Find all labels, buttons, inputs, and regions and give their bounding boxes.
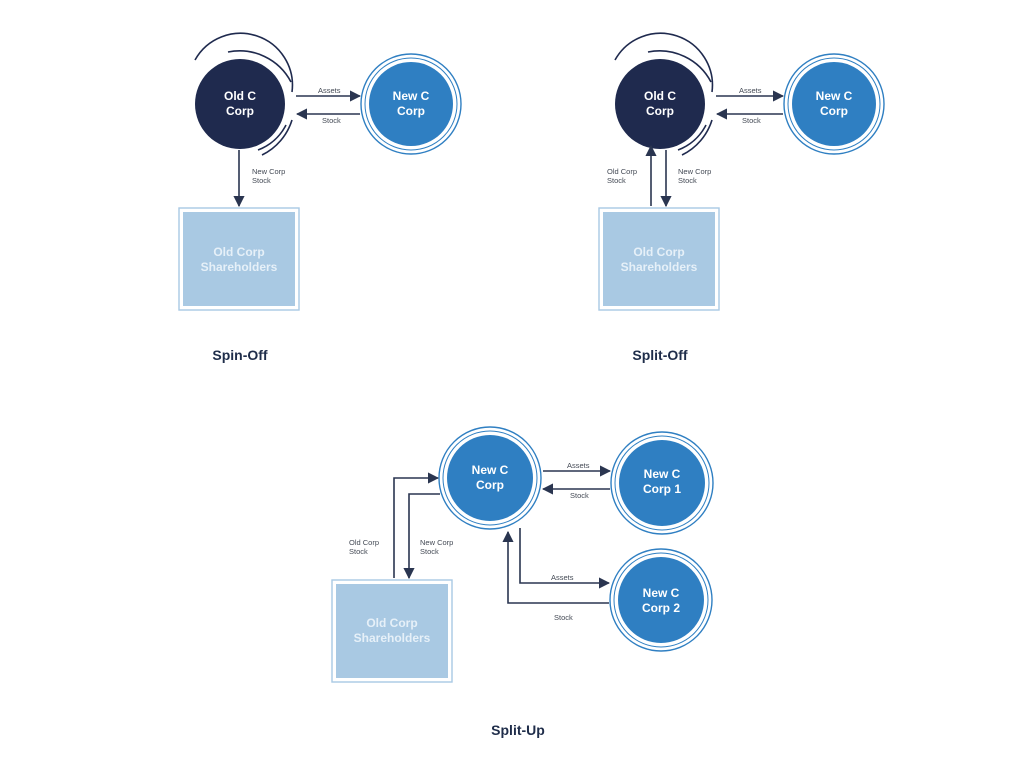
split-up-new-corp-stock-arrow	[403, 493, 440, 580]
split-off-up-label-line2: Stock	[607, 176, 626, 185]
split-off-old-corp-line1: Old C	[644, 89, 676, 103]
split-off-title: Split-Off	[632, 347, 688, 363]
split-off-down-label-line2: Stock	[678, 176, 697, 185]
split-off-up-label-line1: Old Corp	[607, 167, 637, 176]
split-up-corp1-line2: Corp 1	[643, 482, 681, 496]
split-up-shareholders-line1: Old Corp	[366, 616, 417, 630]
split-up-corp1-line1: New C	[644, 467, 681, 481]
split-off-shareholders-line1: Old Corp	[633, 245, 684, 259]
split-up-stock2-label: Stock	[554, 613, 573, 622]
split-off-assets-label: Assets	[739, 86, 762, 95]
split-up-shareholders-line2: Shareholders	[354, 631, 431, 645]
spin-off-new-corp-line2: Corp	[397, 104, 425, 118]
spin-off-assets-label: Assets	[318, 86, 341, 95]
split-up-assets2-label: Assets	[551, 573, 574, 582]
split-up-center-line1: New C	[472, 463, 509, 477]
split-up-right-label-line1: New Corp	[420, 538, 453, 547]
split-off-down-label-line1: New Corp	[678, 167, 711, 176]
spin-off-title: Spin-Off	[212, 347, 268, 363]
split-up-left-label-line2: Stock	[349, 547, 368, 556]
split-up-corp2-line1: New C	[643, 586, 680, 600]
split-up-center-line2: Corp	[476, 478, 504, 492]
spin-off-stock-label: Stock	[322, 116, 341, 125]
spin-off-down-label-line2: Stock	[252, 176, 271, 185]
split-off-new-corp-line2: Corp	[820, 104, 848, 118]
split-up-corp2-line2: Corp 2	[642, 601, 680, 615]
spin-off-old-corp-line1: Old C	[224, 89, 256, 103]
spin-off-down-label-line1: New Corp	[252, 167, 285, 176]
split-up-left-label-line1: Old Corp	[349, 538, 379, 547]
split-up-title: Split-Up	[491, 722, 545, 738]
split-off-shareholders-line2: Shareholders	[621, 260, 698, 274]
spin-off-old-corp-line2: Corp	[226, 104, 254, 118]
spin-off-shareholders-line2: Shareholders	[201, 260, 278, 274]
split-up-stock2-arrow	[502, 530, 609, 604]
spin-off-shareholders-line1: Old Corp	[213, 245, 264, 259]
split-up-assets2-arrow	[519, 528, 611, 589]
split-up-right-label-line2: Stock	[420, 547, 439, 556]
spin-off-new-corp-line1: New C	[393, 89, 430, 103]
split-off-old-corp-line2: Corp	[646, 104, 674, 118]
split-up-assets1-label: Assets	[567, 461, 590, 470]
split-up-stock1-label: Stock	[570, 491, 589, 500]
split-off-stock-label: Stock	[742, 116, 761, 125]
split-up-old-corp-stock-arrow	[393, 472, 440, 578]
split-off-new-corp-line1: New C	[816, 89, 853, 103]
